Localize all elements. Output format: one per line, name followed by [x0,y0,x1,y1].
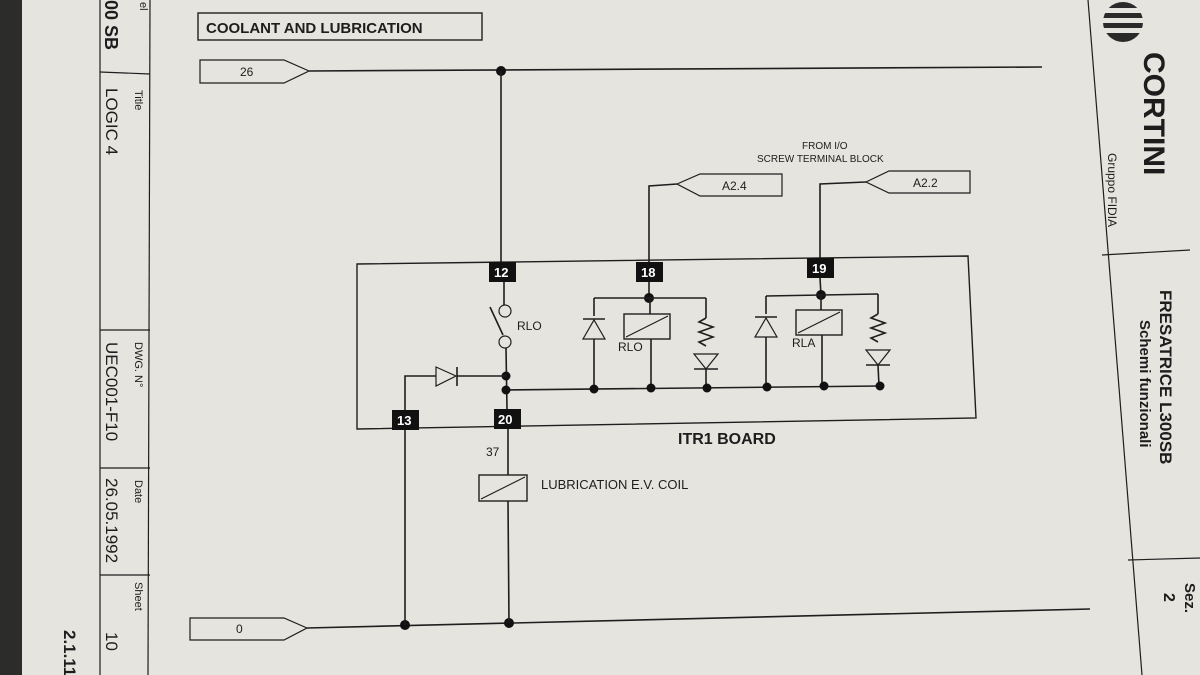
terminal-12: 12 [489,262,516,282]
model-number: 00 SB [101,0,121,50]
contact-rlo: RLO [489,71,542,410]
wire-number-37: 37 [486,445,500,459]
brand-group: Gruppo FIDIA [1105,153,1119,227]
title-value: LOGIC 4 [102,88,121,155]
relay-rlo-label: RLO [618,340,643,354]
section-label: Sez. [1181,583,1198,613]
sheet-label: Sheet [132,582,144,611]
relay-rla-label: RLA [792,336,815,350]
date-value: 26.05.1992 [102,478,121,563]
coil-label: LUBRICATION E.V. COIL [541,477,688,492]
diagram-title: COOLANT AND LUBRICATION [197,12,483,41]
svg-text:SCREW TERMINAL BLOCK: SCREW TERMINAL BLOCK [757,154,884,165]
dwg-value: UEC001-F10 [102,342,121,441]
svg-text:FROM I/O: FROM I/O [802,141,848,152]
svg-text:COOLANT AND LUBRICATION: COOLANT AND LUBRICATION [206,20,423,37]
lubrication-coil: 37 LUBRICATION E.V. COIL [478,429,688,624]
from-io-note: FROM I/O SCREW TERMINAL BLOCK [757,141,884,165]
rail-26-label: 26 [240,65,254,79]
background-edge [0,0,22,675]
terminal-19: 19 [807,258,834,278]
title-label: Title [132,90,144,110]
document-type: Schemi funzionali [1136,320,1153,448]
svg-text:18: 18 [641,265,655,280]
model-label-cut: el [137,2,149,11]
board-label: ITR1 BOARD [678,431,776,448]
terminal-18: 18 [636,262,663,282]
svg-text:12: 12 [494,265,508,280]
date-label: Date [132,480,144,503]
rail-0-label: 0 [236,622,243,636]
svg-text:A2.2: A2.2 [913,176,938,190]
contact-label: RLO [517,319,542,333]
page-reference: 2.1.11 [60,630,79,675]
machine-name: FRESATRICE L300SB [1156,290,1175,464]
terminal-20: 20 [494,409,521,429]
port-a22: A2.2 [819,170,971,258]
paper [16,0,1200,675]
port-a24: A2.4 [648,173,783,262]
relay-rlo-group: RLO [581,282,720,394]
svg-text:19: 19 [812,261,826,276]
terminal-13: 13 [392,410,419,430]
section-value: 2 [1160,593,1177,602]
board-common-bus [505,385,881,391]
right-title-block: CORTINI Gruppo FIDIA FRESATRICE L300SB S… [1087,0,1200,675]
svg-text:A2.4: A2.4 [722,179,747,193]
dwg-label: DWG. N° [132,342,144,387]
rail-26: 26 [199,59,1043,84]
itr1-board-outline [356,255,977,430]
relay-rla-group: RLA [753,277,892,392]
left-title-block: el 00 SB Title LOGIC 4 DWG. N° UEC001-F1… [60,0,151,675]
freewheel-diode [404,366,506,625]
svg-text:13: 13 [397,413,411,428]
sheet-value: 10 [102,632,121,651]
brand-name: CORTINI [1137,52,1170,175]
cortini-logo [1101,2,1145,42]
svg-text:20: 20 [498,412,512,427]
